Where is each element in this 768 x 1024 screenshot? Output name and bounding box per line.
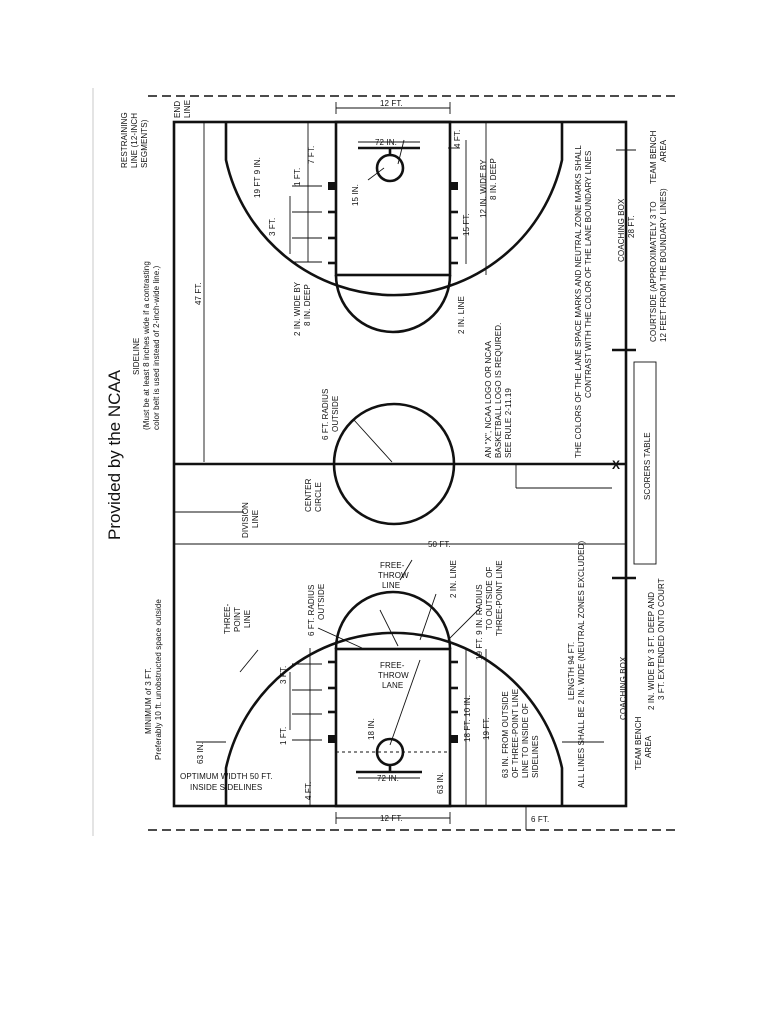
label-63-in-left: 63 IN. bbox=[196, 742, 205, 764]
svg-text:2 IN. WIDE BY 3 FT. DEEP AND: 2 IN. WIDE BY 3 FT. DEEP AND bbox=[647, 592, 656, 710]
label-team-bench-bottom: TEAM BENCH bbox=[634, 716, 643, 770]
svg-text:POINT: POINT bbox=[233, 607, 242, 632]
label-18-in: 18 IN. bbox=[367, 718, 376, 740]
three-point-line-bottom bbox=[224, 631, 564, 806]
svg-text:LANE: LANE bbox=[382, 681, 403, 690]
svg-text:AREA: AREA bbox=[659, 139, 668, 162]
label-50-ft: 50 FT. bbox=[428, 540, 451, 549]
label-coaching-box-bottom: COACHING BOX bbox=[619, 656, 628, 720]
label-63-in-right: 63 IN. bbox=[436, 772, 445, 794]
lane-space-marks-top bbox=[328, 182, 458, 265]
svg-text:Preferably 10 ft. unobstructed: Preferably 10 ft. unobstructed space out… bbox=[154, 599, 163, 760]
svg-text:OF THREE-POINT LINE: OF THREE-POINT LINE bbox=[511, 689, 520, 778]
svg-text:SEGMENTS): SEGMENTS) bbox=[140, 119, 149, 168]
title: Provided by the NCAA bbox=[105, 369, 124, 540]
label-length-94-ft: LENGTH 94 FT. bbox=[567, 642, 576, 700]
label-6-ft-radius-center: 6 FT. RADIUS bbox=[321, 389, 330, 440]
three-point-line-top bbox=[224, 122, 564, 297]
svg-text:CONTRAST WITH THE COLOR OF THE: CONTRAST WITH THE COLOR OF THE LANE BOUN… bbox=[584, 151, 593, 398]
svg-text:LINE: LINE bbox=[183, 100, 192, 118]
label-courtside: COURTSIDE (APPROXIMATELY 3 TO bbox=[649, 201, 658, 342]
label-72-in-bottom: 72 IN. bbox=[377, 774, 399, 783]
label-12-ft-top: 12 FT. bbox=[380, 99, 403, 108]
svg-text:(Must be at least 8 inches wid: (Must be at least 8 inches wide if a con… bbox=[142, 261, 151, 430]
lane-space-marks-bottom bbox=[328, 660, 458, 743]
svg-text:28 FT.: 28 FT. bbox=[627, 215, 636, 238]
label-47-ft: 47 FT. bbox=[194, 282, 203, 305]
label-12-ft-bottom: 12 FT. bbox=[380, 814, 403, 823]
free-throw-lane-top bbox=[334, 120, 452, 277]
label-center-circle: CENTER bbox=[304, 478, 313, 512]
svg-text:LINE TO INSIDE OF: LINE TO INSIDE OF bbox=[521, 703, 530, 778]
label-3-ft-bottom: 3 FT. bbox=[279, 666, 288, 684]
label-19-ft-9-in: 19 FT 9 IN. bbox=[253, 157, 262, 198]
label-coaching-box-top: COACHING BOX bbox=[617, 198, 626, 262]
label-free-throw-lane: FREE- bbox=[380, 661, 405, 670]
label-division-line: DIVISION bbox=[241, 502, 250, 538]
label-three-point-line: THREE- bbox=[223, 603, 232, 634]
label-logo: AN "X", NCAA LOGO OR NCAA bbox=[484, 340, 493, 458]
svg-text:8 IN. DEEP: 8 IN. DEEP bbox=[303, 284, 312, 326]
label-all-lines: ALL LINES SHALL BE 2 IN. WIDE (NEUTRAL Z… bbox=[577, 541, 586, 788]
label-6-ft-radius-bottom: 6 FT. RADIUS bbox=[307, 585, 316, 636]
svg-text:AREA: AREA bbox=[644, 735, 653, 758]
label-4-ft-bottom: 4 FT. bbox=[304, 782, 313, 800]
diagram-labels: Provided by the NCAA RESTRAINING LINE (1… bbox=[105, 99, 668, 824]
svg-text:LINE: LINE bbox=[243, 610, 252, 628]
svg-text:8 IN. DEEP: 8 IN. DEEP bbox=[489, 158, 498, 200]
free-throw-lane-bottom bbox=[334, 647, 452, 808]
free-throw-circle-bottom bbox=[334, 590, 452, 650]
label-minimum-3-ft: MINIMUM of 3 FT. bbox=[144, 668, 153, 735]
svg-text:OUTSIDE: OUTSIDE bbox=[331, 396, 340, 432]
svg-text:INSIDE SIDELINES: INSIDE SIDELINES bbox=[190, 783, 262, 792]
svg-text:3 FT. EXTENDED ONTO COURT: 3 FT. EXTENDED ONTO COURT bbox=[657, 578, 666, 700]
svg-text:THROW: THROW bbox=[378, 571, 409, 580]
coaching-box-marks bbox=[612, 348, 636, 580]
label-end-line: END bbox=[173, 101, 182, 118]
label-team-bench-top: TEAM BENCH bbox=[649, 130, 658, 184]
label-6-ft-bottom: 6 FT. bbox=[531, 815, 549, 824]
label-1-ft-top: 1 FT. bbox=[293, 168, 302, 186]
label-mark-2-in: 2 IN. WIDE BY bbox=[293, 281, 302, 336]
svg-text:OUTSIDE: OUTSIDE bbox=[317, 584, 326, 620]
label-18-ft-10-in: 18 FT. 10 IN. bbox=[463, 695, 472, 742]
scorers-table-box bbox=[633, 361, 657, 565]
label-7-ft: 7 FT. bbox=[307, 146, 316, 164]
label-scorers-table: SCORERS TABLE bbox=[643, 432, 652, 500]
svg-text:SIDELINES: SIDELINES bbox=[531, 735, 540, 778]
label-15-in: 15 IN. bbox=[351, 184, 360, 206]
svg-text:BASKETBALL LOGO IS REQUIRED.: BASKETBALL LOGO IS REQUIRED. bbox=[494, 323, 503, 458]
x-mark: X bbox=[612, 458, 620, 472]
svg-text:TO OUTSIDE OF: TO OUTSIDE OF bbox=[485, 567, 494, 630]
svg-text:SEE RULE 2-11.19: SEE RULE 2-11.19 bbox=[504, 388, 513, 458]
label-1-ft-bottom: 1 FT. bbox=[279, 727, 288, 745]
svg-text:12 FEET FROM THE BOUNDARY LINE: 12 FEET FROM THE BOUNDARY LINES) bbox=[659, 188, 668, 342]
label-2-in-line-bottom: 2 IN. LINE bbox=[449, 560, 458, 598]
svg-text:LINE: LINE bbox=[251, 510, 260, 528]
label-3-ft-top: 3 FT. bbox=[268, 218, 277, 236]
svg-text:THREE-POINT LINE: THREE-POINT LINE bbox=[495, 560, 504, 636]
svg-text:LINE: LINE bbox=[382, 581, 400, 590]
dimension-lines bbox=[174, 102, 636, 830]
label-free-throw-line: FREE- bbox=[380, 561, 405, 570]
label-lane-colors: THE COLORS OF THE LANE SPACE MARKS AND N… bbox=[574, 145, 583, 458]
free-throw-circle-top bbox=[334, 274, 452, 334]
label-19-ft-9-in-radius: 19 FT. 9 IN. RADIUS bbox=[475, 584, 484, 660]
label-optimum-width: OPTIMUM WIDTH 50 FT. bbox=[180, 772, 273, 781]
label-72-in-top: 72 IN. bbox=[375, 138, 397, 147]
label-15-ft: 15 FT. bbox=[462, 213, 471, 236]
svg-text:CIRCLE: CIRCLE bbox=[314, 482, 323, 512]
label-mark-12-in: 12 IN. WIDE BY bbox=[479, 159, 488, 218]
label-restraining-line: RESTRAINING bbox=[120, 112, 129, 168]
label-2-in-line-top: 2 IN. LINE bbox=[457, 296, 466, 334]
label-sideline: SIDELINE bbox=[132, 338, 141, 375]
label-4-ft-top: 4 FT. bbox=[453, 130, 462, 148]
svg-text:THROW: THROW bbox=[378, 671, 409, 680]
center-circle bbox=[332, 402, 456, 526]
svg-text:LINE (12-INCH: LINE (12-INCH bbox=[130, 113, 139, 168]
svg-text:color belt is used instead of: color belt is used instead of 2-inch-wid… bbox=[152, 265, 161, 430]
label-19-ft-bottom: 19 FT. bbox=[482, 717, 491, 740]
label-63-in-from-outside: 63 IN. FROM OUTSIDE bbox=[501, 691, 510, 778]
